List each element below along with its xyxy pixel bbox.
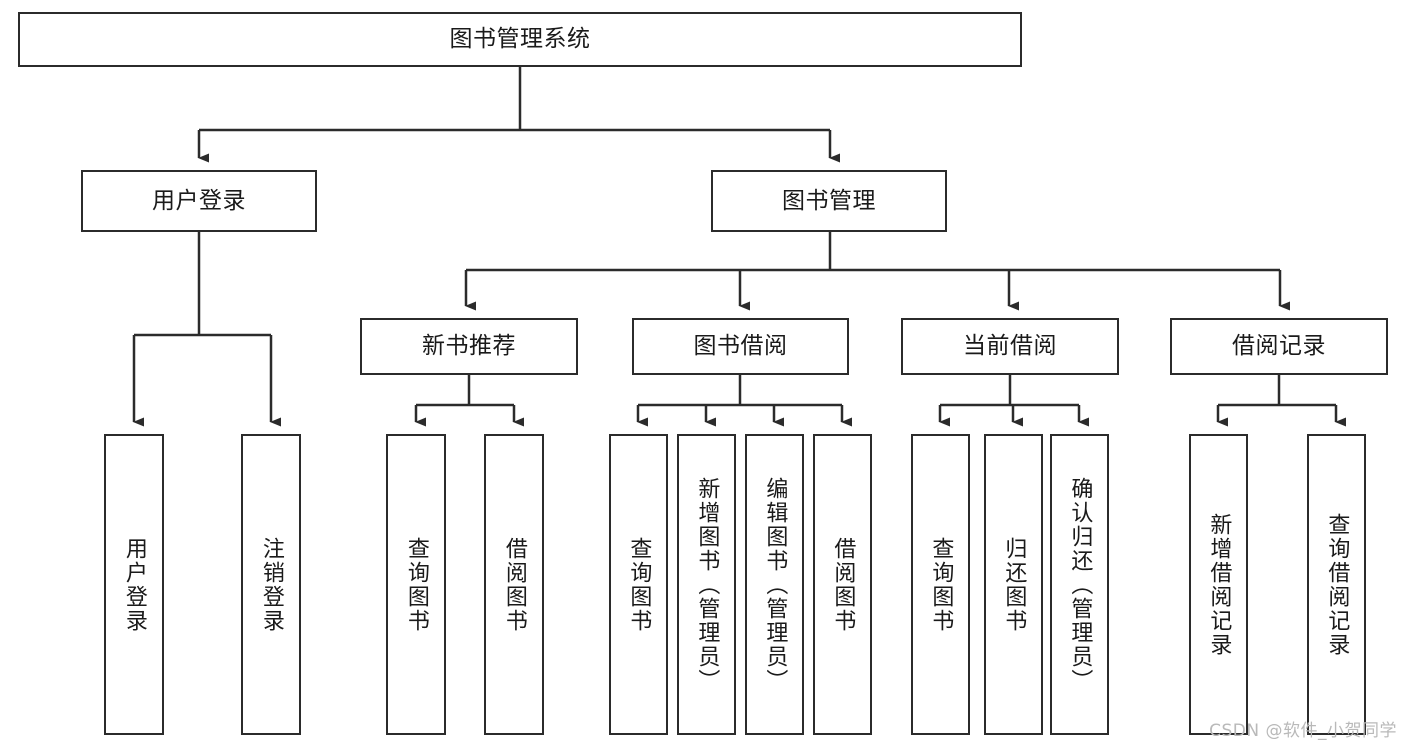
- node-leaf-logout-login[interactable]: 注销登录: [241, 434, 301, 735]
- node-label: 新增借阅记录: [1206, 512, 1232, 657]
- node-label: 编辑图书（管理员）: [762, 476, 788, 693]
- node-label: 借阅记录: [1232, 333, 1326, 360]
- node-current-borrow[interactable]: 当前借阅: [901, 318, 1119, 375]
- node-user-login[interactable]: 用户登录: [81, 170, 317, 232]
- node-label: 图书管理系统: [449, 26, 591, 53]
- node-label: 图书管理: [782, 187, 876, 214]
- node-book-borrow[interactable]: 图书借阅: [632, 318, 849, 375]
- node-leaf-edit-book[interactable]: 编辑图书（管理员）: [745, 434, 804, 735]
- node-label: 新增图书（管理员）: [694, 476, 720, 693]
- node-book-manage[interactable]: 图书管理: [711, 170, 947, 232]
- node-label: 新书推荐: [422, 333, 516, 360]
- node-label: 归还图书: [1001, 536, 1027, 633]
- node-leaf-add-book[interactable]: 新增图书（管理员）: [677, 434, 736, 735]
- node-leaf-query-book-borrow[interactable]: 查询图书: [609, 434, 668, 735]
- node-label: 查询图书: [928, 536, 954, 633]
- node-leaf-user-login[interactable]: 用户登录: [104, 434, 164, 735]
- node-borrow-record[interactable]: 借阅记录: [1170, 318, 1388, 375]
- node-label: 查询图书: [626, 536, 652, 633]
- node-leaf-confirm-return[interactable]: 确认归还（管理员）: [1050, 434, 1109, 735]
- node-label: 图书借阅: [693, 333, 788, 360]
- node-root-system[interactable]: 图书管理系统: [18, 12, 1022, 67]
- watermark-text: CSDN @软件_小贺同学: [1209, 721, 1397, 741]
- node-leaf-query-borrow-record[interactable]: 查询借阅记录: [1307, 434, 1366, 735]
- node-label: 查询借阅记录: [1324, 512, 1350, 657]
- node-label: 用户登录: [121, 536, 147, 633]
- node-leaf-query-book-current[interactable]: 查询图书: [911, 434, 970, 735]
- node-leaf-add-borrow-record[interactable]: 新增借阅记录: [1189, 434, 1248, 735]
- node-leaf-borrow-book[interactable]: 借阅图书: [813, 434, 872, 735]
- node-new-book-recommend[interactable]: 新书推荐: [360, 318, 578, 375]
- node-leaf-return-book[interactable]: 归还图书: [984, 434, 1043, 735]
- node-label: 确认归还（管理员）: [1067, 476, 1093, 693]
- node-leaf-borrow-book-recommend[interactable]: 借阅图书: [484, 434, 544, 735]
- node-label: 查询图书: [403, 536, 429, 633]
- node-label: 注销登录: [258, 536, 284, 633]
- node-label: 用户登录: [152, 187, 246, 214]
- node-label: 当前借阅: [963, 333, 1057, 360]
- node-label: 借阅图书: [830, 536, 856, 633]
- node-label: 借阅图书: [501, 536, 527, 633]
- node-leaf-query-book-recommend[interactable]: 查询图书: [386, 434, 446, 735]
